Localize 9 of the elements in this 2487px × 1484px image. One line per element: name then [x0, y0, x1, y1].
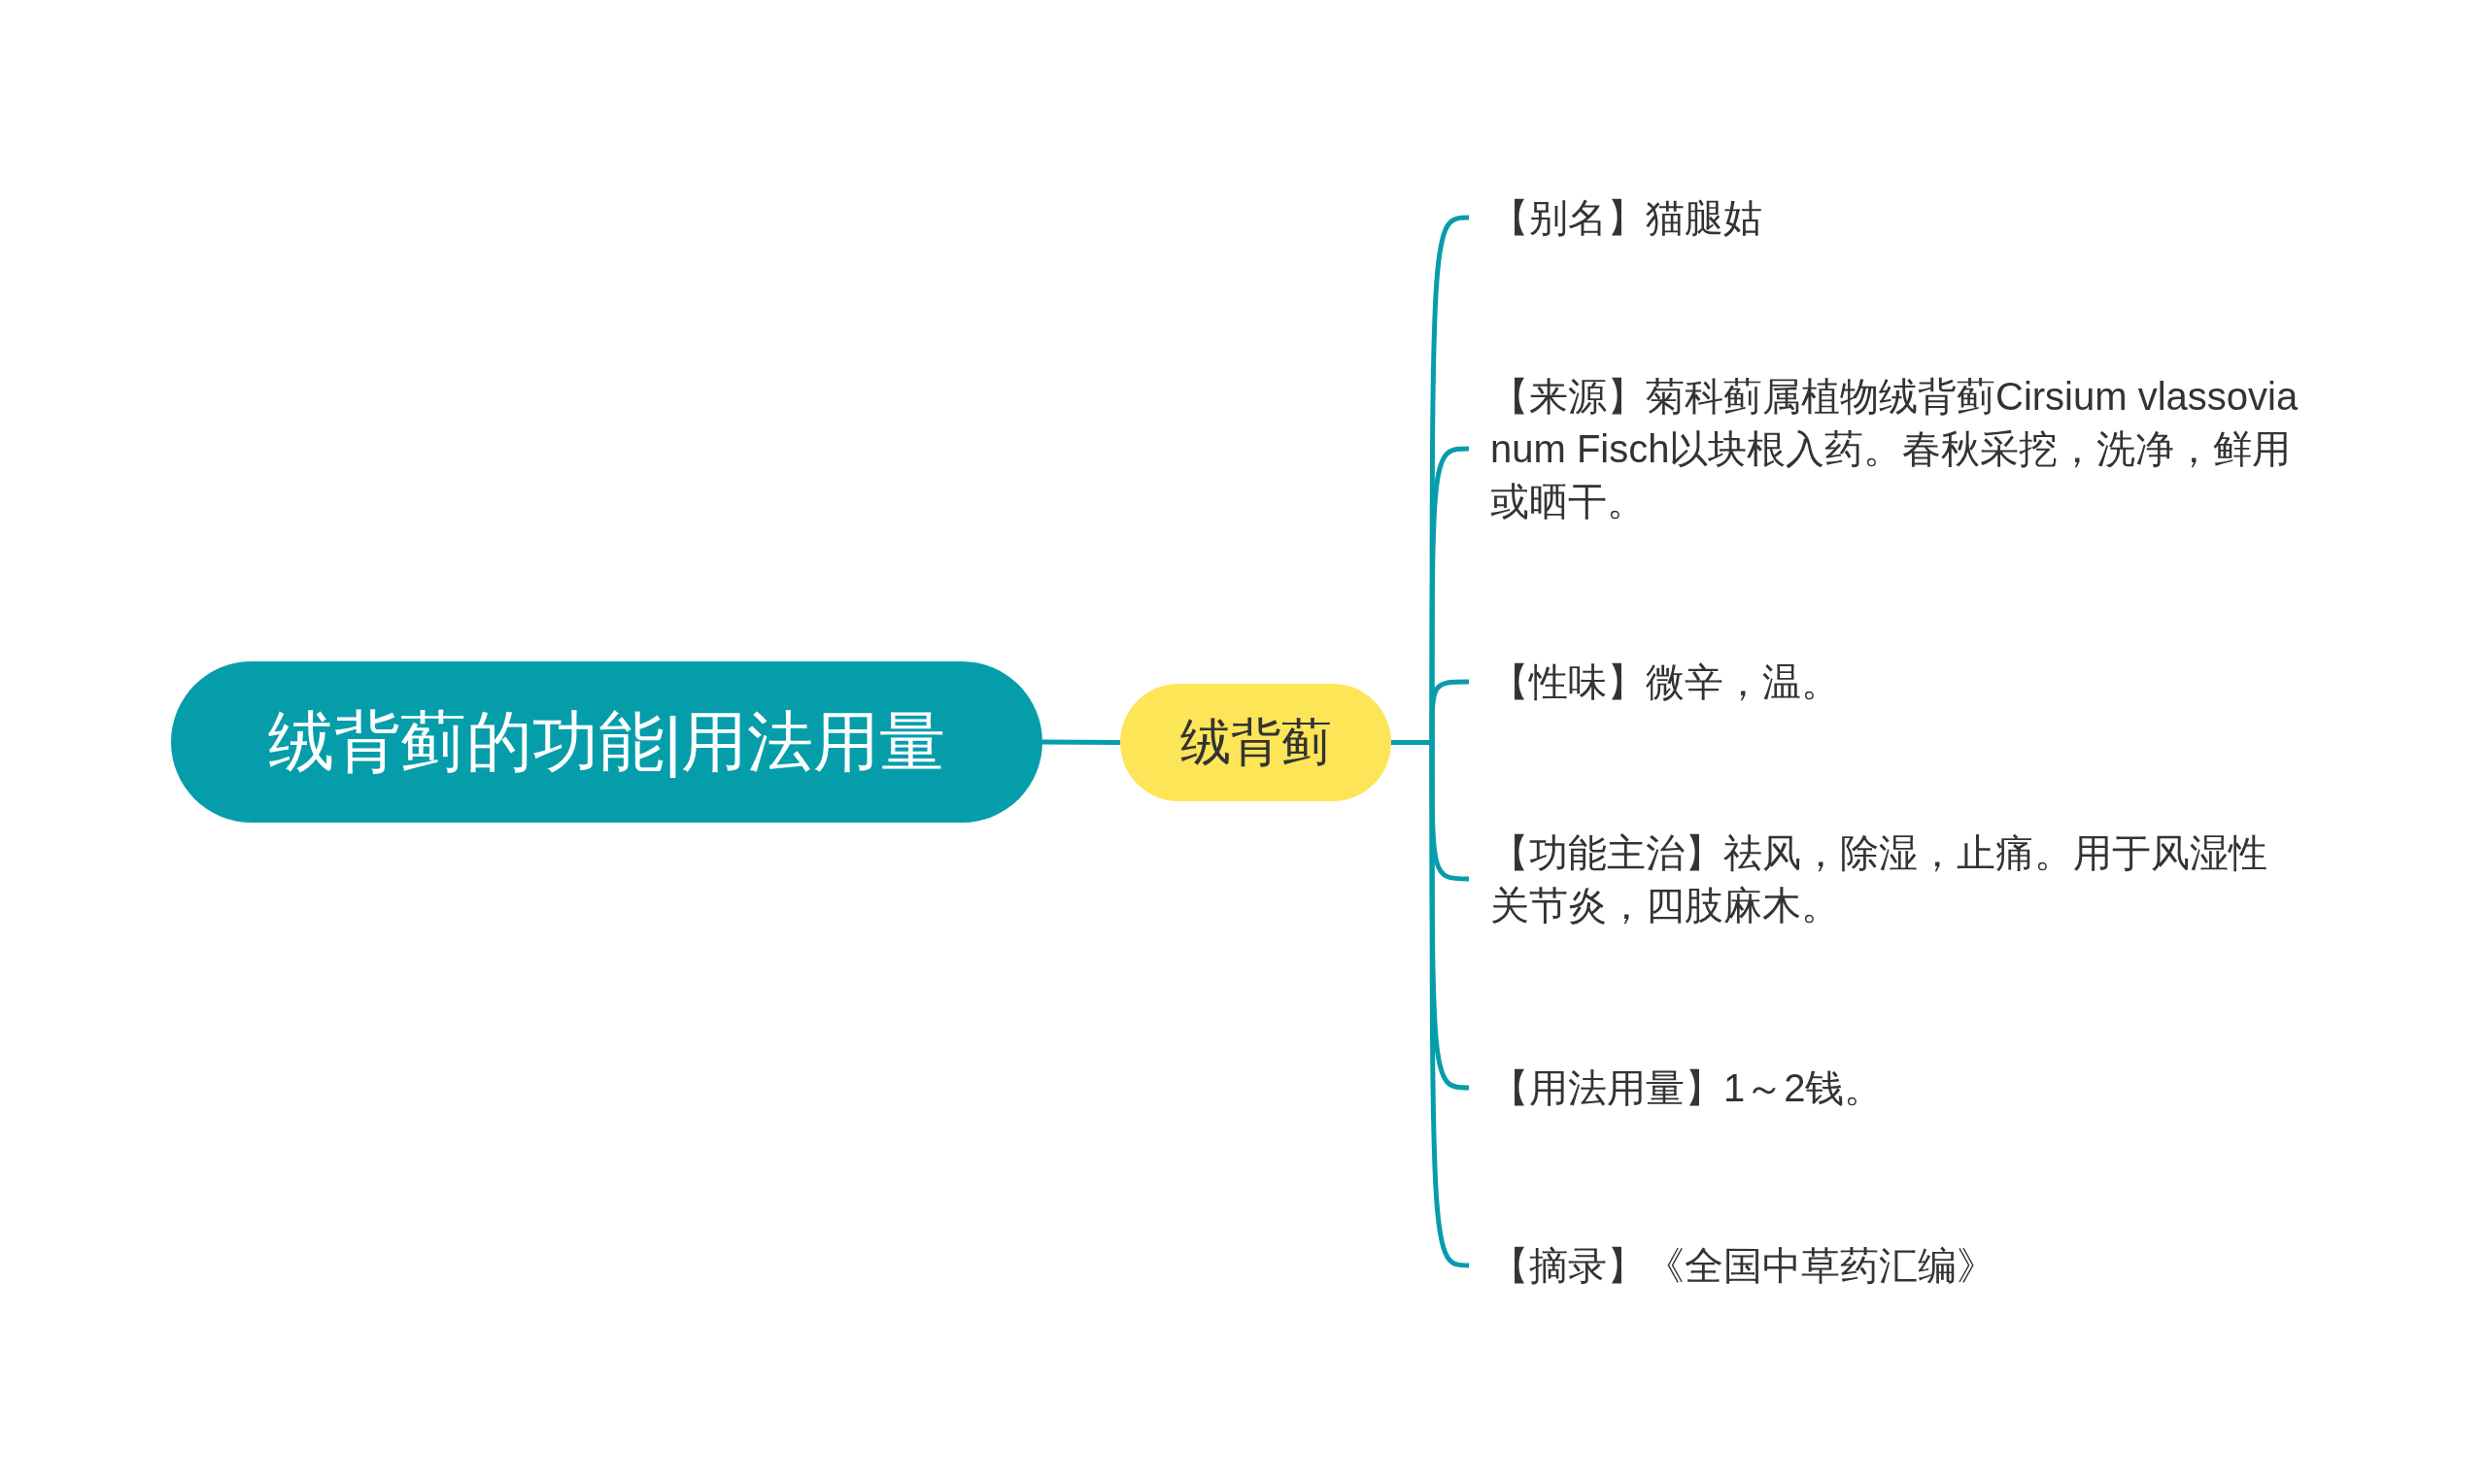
- subtopic-pill: 绒背蓟: [1120, 684, 1391, 801]
- connector-line: [1042, 739, 1120, 745]
- branch-note: 【用法用量】1～2钱。: [1469, 1062, 2304, 1114]
- branch-note: 【性味】微辛，温。: [1469, 656, 2304, 708]
- branch-note: 【摘录】《全国中草药汇编》: [1469, 1239, 2304, 1292]
- central-topic: 绒背蓟的功能|用法用量: [171, 661, 1042, 823]
- branch-note: 【别名】猫腿姑: [1469, 191, 2304, 244]
- branch-note: 【功能主治】祛风，除湿，止痛。用于风湿性关节炎，四肢麻木。: [1469, 826, 2304, 931]
- branch-note: 【来源】菊科蓟属植物绒背蓟Cirsium vlassovianum Fisch以块根入药。春秋采挖，洗净，鲜用或晒干。: [1469, 370, 2304, 527]
